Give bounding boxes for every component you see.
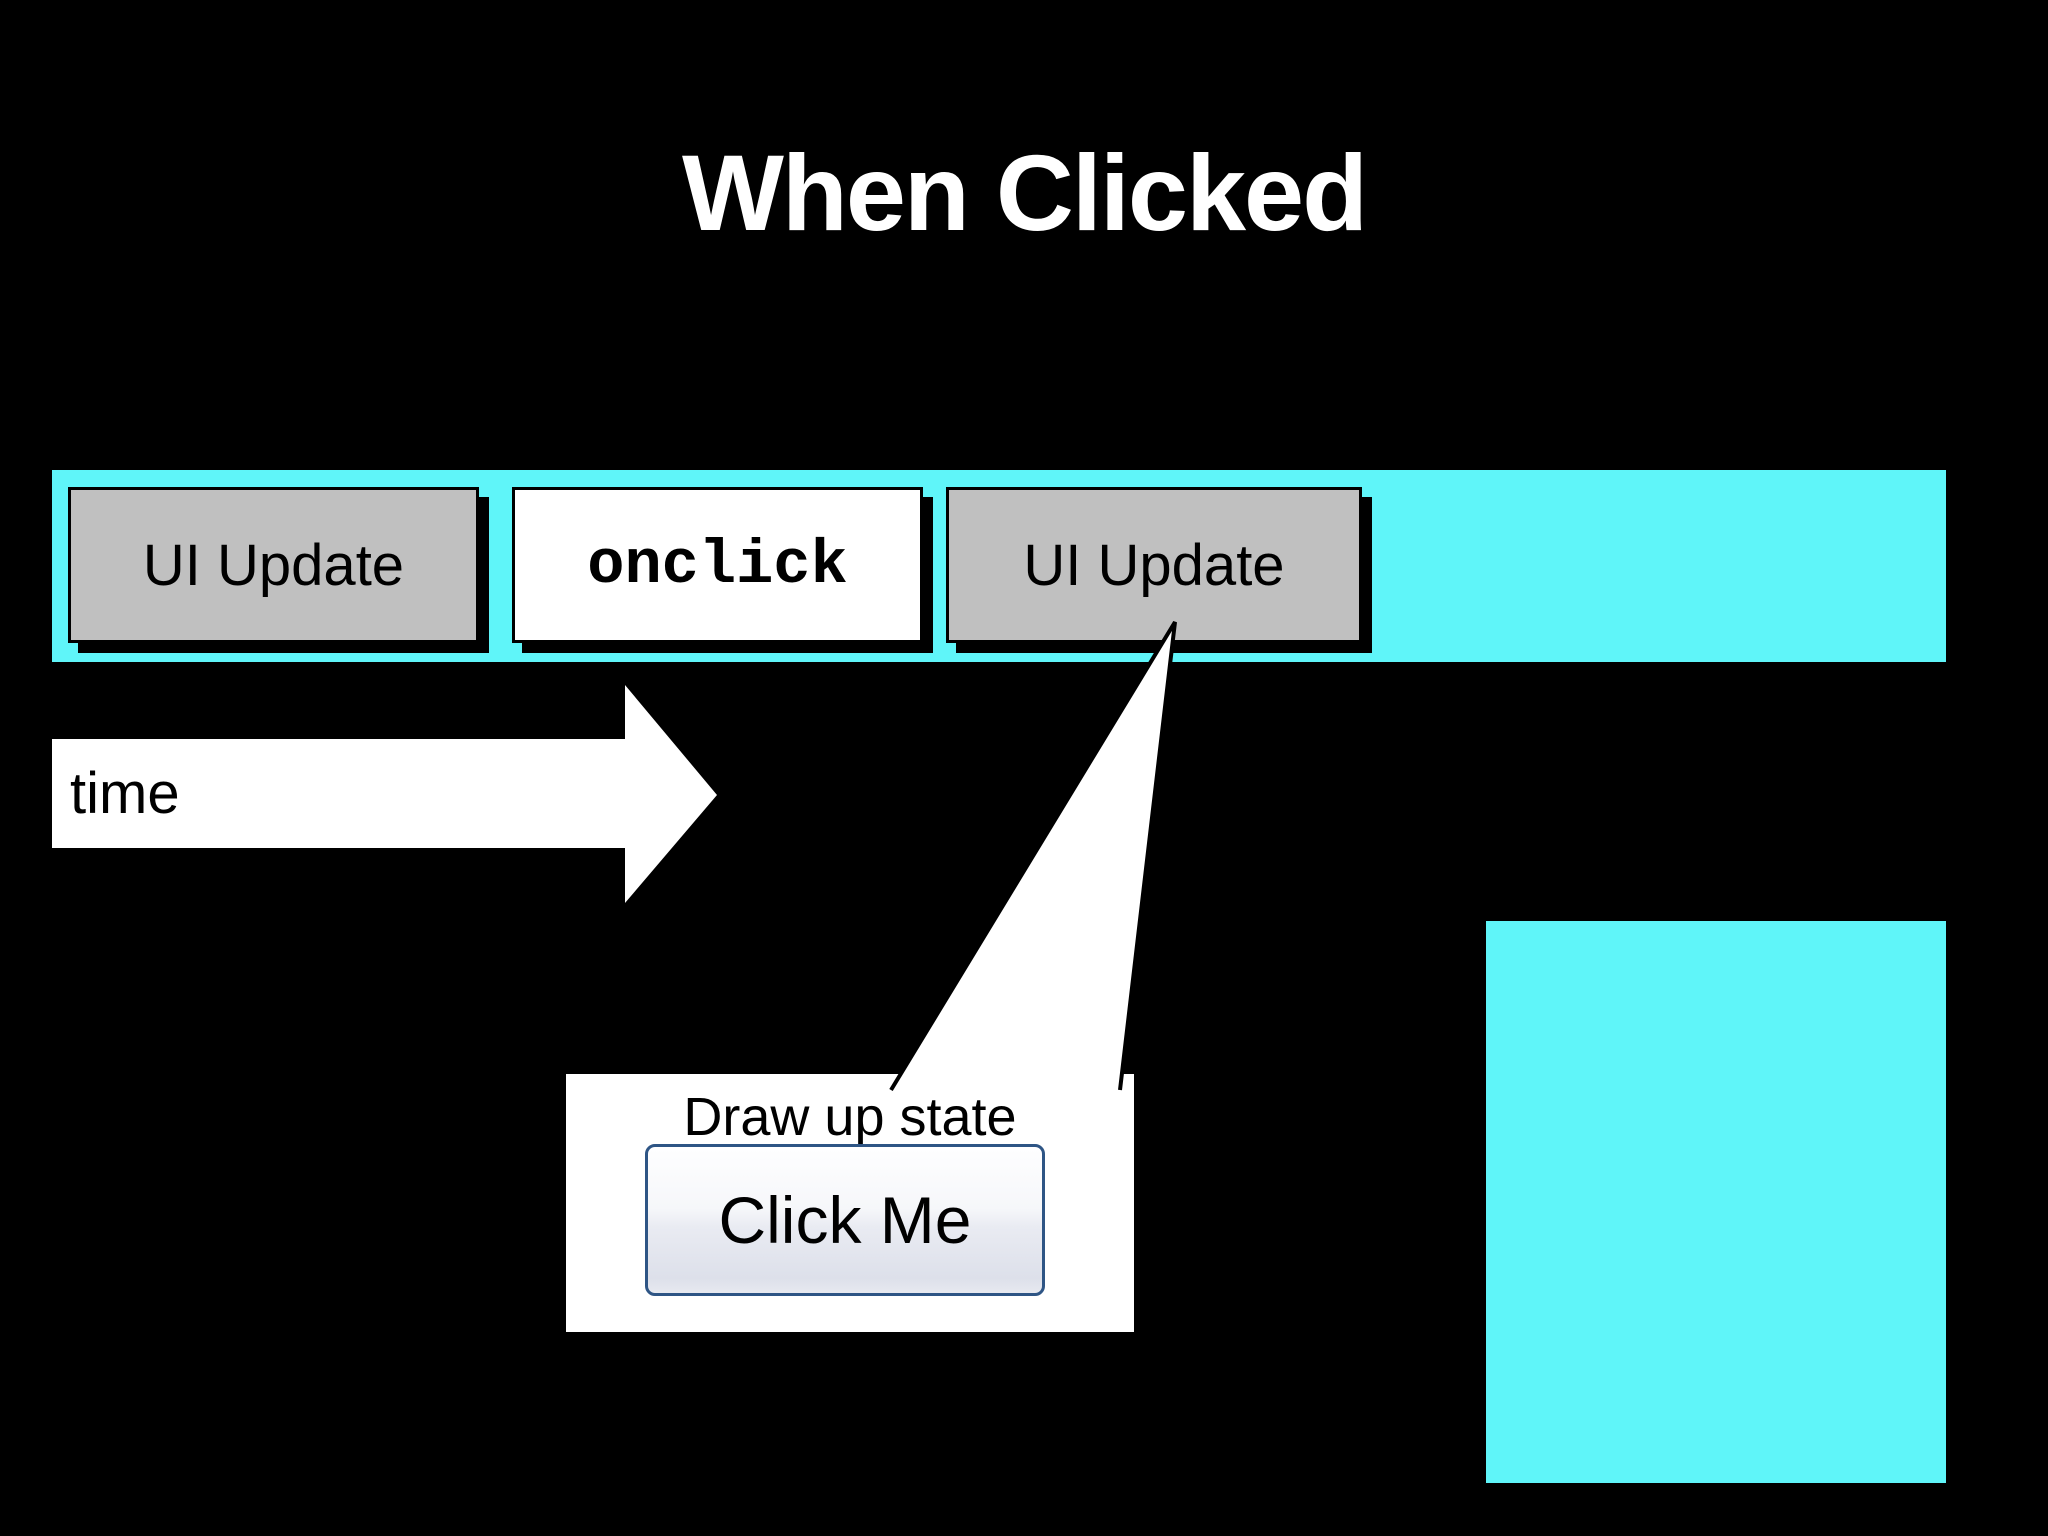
block-label-ui-update-2: UI Update	[1023, 532, 1285, 598]
cyan-panel	[1486, 921, 1946, 1483]
block-label-onclick: onclick	[587, 529, 848, 601]
block-label-ui-update-1: UI Update	[142, 532, 405, 598]
callout-caption: Draw up state	[683, 1087, 1017, 1147]
timeline-block-ui-update-1: UI Update	[68, 487, 479, 643]
time-axis-label: time	[70, 761, 180, 826]
timeline-block-onclick: onclick	[512, 487, 923, 643]
slide-title: When Clicked	[681, 132, 1368, 253]
callout-box: Draw up state Click Me	[566, 1074, 1134, 1332]
timeline-block-ui-update-2: UI Update	[946, 487, 1362, 643]
time-arrow-shape	[52, 685, 717, 903]
callout-pointer-icon	[889, 620, 1177, 1092]
click-me-button[interactable]: Click Me	[645, 1144, 1045, 1296]
time-arrow-icon: time	[52, 685, 717, 903]
